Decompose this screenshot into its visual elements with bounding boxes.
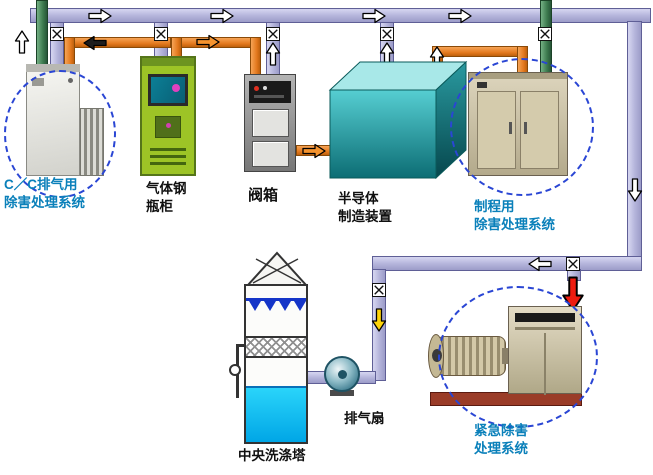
flow-arrow-up-icon — [265, 42, 281, 66]
gas-cabinet-monitor — [148, 74, 188, 106]
panel-slot — [254, 95, 284, 98]
damper-valve-icon — [380, 27, 394, 41]
damper-valve-icon — [154, 27, 168, 41]
water-sump — [246, 386, 306, 442]
central-scrubber-tower — [240, 250, 314, 446]
spray-nozzle-icon — [249, 301, 261, 311]
flow-arrow-down-icon — [371, 308, 387, 332]
flow-arrow-right-icon — [196, 34, 220, 50]
label-cc-system: C／C排气用 除害处理系统 — [4, 177, 85, 210]
spray-nozzle-icon — [279, 301, 291, 311]
label-process-system: 制程用 除害处理系统 — [474, 199, 555, 232]
flow-arrow-right-icon — [88, 8, 112, 24]
gas-pipe-tool-horizontal — [432, 46, 528, 57]
flow-arrow-right-icon — [302, 143, 326, 159]
gas-cylinder-cabinet — [140, 56, 196, 176]
valve-box-unit — [244, 74, 296, 172]
panel-red-led — [254, 86, 259, 91]
packing-bed — [246, 336, 306, 358]
fan-base — [330, 390, 354, 396]
label-valve-box: 阀箱 — [248, 187, 279, 204]
gas-cabinet-vents — [150, 148, 186, 168]
label-exhaust-fan: 排气扇 — [344, 411, 385, 426]
tower-body — [244, 284, 308, 444]
gas-cabinet-monitor-screen — [151, 77, 185, 103]
exhaust-fan-unit — [324, 356, 360, 392]
gas-cabinet-window — [155, 116, 181, 138]
spray-nozzle-icon — [264, 301, 276, 311]
label-emergency-system: 紧急除害 处理系统 — [474, 423, 528, 456]
damper-valve-icon — [566, 257, 580, 271]
exhaust-duct-top — [30, 8, 651, 23]
label-gas-cabinet: 气体钢 瓶柜 — [146, 181, 187, 214]
label-semiconductor: 半导体 制造装置 — [338, 191, 392, 224]
flow-arrow-left-icon — [83, 35, 107, 51]
tool-front-face — [329, 89, 437, 179]
damper-valve-icon — [266, 27, 280, 41]
panel-white-led — [263, 86, 267, 90]
cc-cabinet-top-strip — [26, 64, 80, 72]
highlight-ellipse-process — [450, 58, 594, 196]
monitor-magenta-blob — [172, 84, 180, 92]
gas-cabinet-top-strip — [142, 58, 194, 66]
valve-box-door-lower — [252, 141, 289, 167]
valve-box-control-panel — [249, 81, 291, 103]
highlight-ellipse-emergency — [438, 286, 598, 428]
flow-arrow-right-icon — [210, 8, 234, 24]
supply-pipe-left — [36, 0, 48, 70]
damper-valve-icon — [538, 27, 552, 41]
flow-arrow-down-icon — [627, 178, 643, 202]
label-central-scrubber: 中央洗涤塔 — [238, 448, 306, 463]
exhaust-duct-right — [627, 21, 642, 258]
window-indicator — [166, 123, 171, 128]
spray-header — [246, 298, 306, 301]
drain-stub — [236, 344, 246, 347]
gas-pipe-valvebox-drop — [250, 37, 261, 77]
highlight-ellipse-cc — [4, 70, 116, 198]
damper-valve-icon — [372, 283, 386, 297]
flow-arrow-right-icon — [362, 8, 386, 24]
exhaust-duct-lower — [372, 256, 642, 271]
flow-arrow-left-icon — [528, 256, 552, 272]
spray-nozzle-icon — [294, 301, 306, 311]
drain-trap-icon — [229, 364, 241, 376]
damper-valve-icon — [50, 27, 64, 41]
flow-arrow-right-icon — [448, 8, 472, 24]
pump-inlet — [432, 349, 442, 362]
valve-box-door-upper — [252, 109, 289, 137]
semiconductor-tool — [328, 60, 468, 180]
flow-arrow-up-icon — [14, 30, 30, 54]
tower-funnel-top — [245, 251, 309, 286]
